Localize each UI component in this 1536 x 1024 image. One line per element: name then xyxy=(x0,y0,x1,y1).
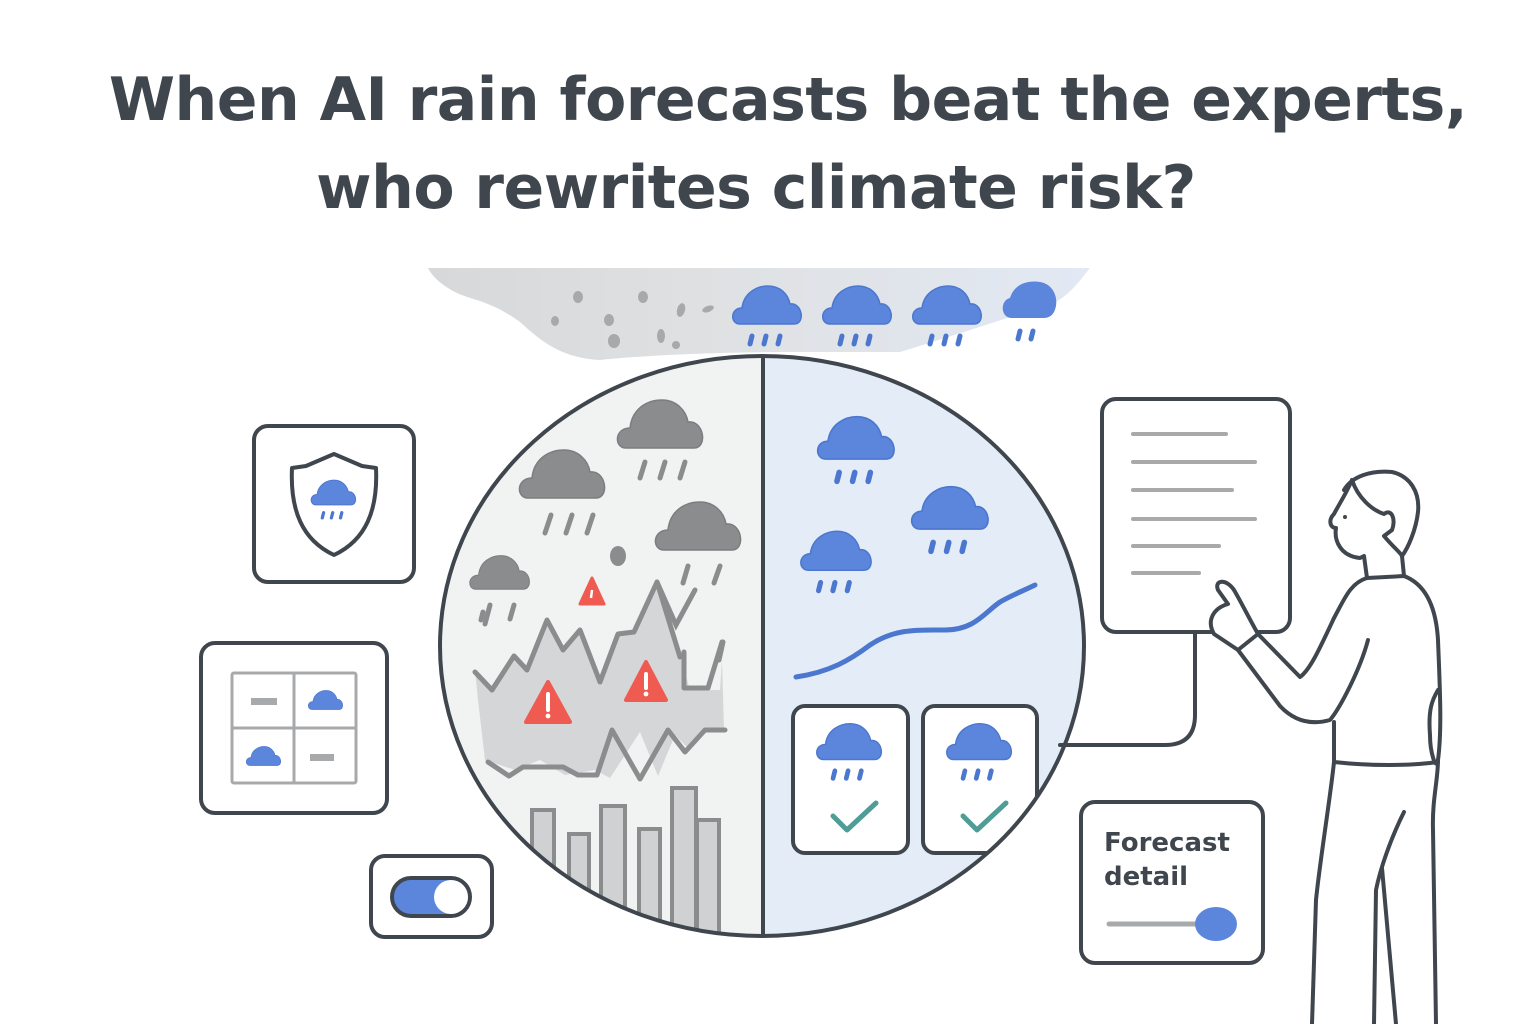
volatile-forecast-band xyxy=(472,579,728,782)
forecast-grid-card[interactable] xyxy=(199,641,389,815)
verified-forecast-card xyxy=(921,704,1039,855)
gray-particles xyxy=(551,291,714,349)
toggle-card[interactable] xyxy=(369,854,494,939)
circle-outline xyxy=(438,354,1086,938)
analyst-person xyxy=(1208,469,1443,1024)
alert-triangle-icon xyxy=(524,680,572,724)
shield-rain-card[interactable] xyxy=(252,424,416,584)
connector-lines xyxy=(1058,630,1202,747)
toggle-knob xyxy=(434,880,468,914)
slider-knob[interactable] xyxy=(1195,907,1237,941)
headline-line-2: who rewrites climate risk? xyxy=(316,153,1196,223)
report-document xyxy=(1100,397,1292,634)
ai-trend-line xyxy=(793,582,1038,680)
alert-triangle-icon xyxy=(624,660,668,702)
ai-half-bg xyxy=(763,356,1084,936)
verified-forecast-card xyxy=(791,704,910,855)
sky-band xyxy=(428,268,1090,360)
rain-cloud-partial-icon xyxy=(1002,281,1057,342)
comparison-circle xyxy=(438,354,1086,938)
check-icon xyxy=(830,800,879,833)
forecast-detail-card[interactable] xyxy=(1079,800,1265,965)
forecast-detail-label: Forecast detail xyxy=(1104,828,1230,892)
dash-icon xyxy=(251,698,277,705)
dash-icon xyxy=(310,754,334,761)
headline-line-1: When AI rain forecasts beat the experts, xyxy=(108,65,1468,135)
check-icon xyxy=(960,800,1009,833)
alert-triangle-icon xyxy=(578,576,606,606)
